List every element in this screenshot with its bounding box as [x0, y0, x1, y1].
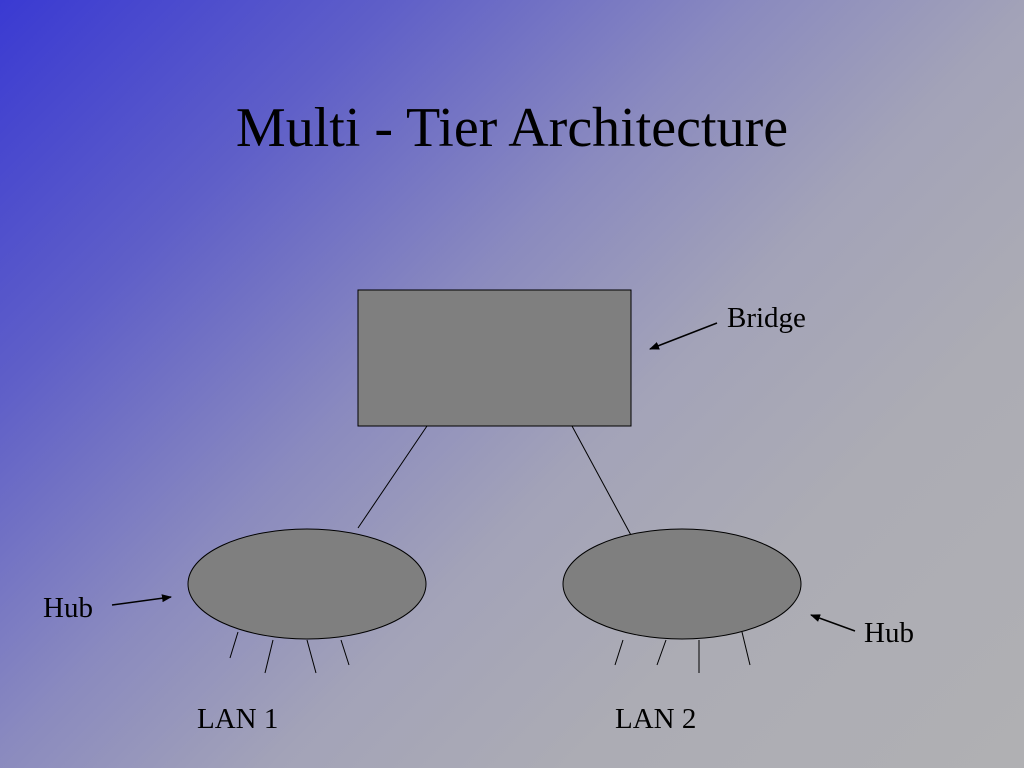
hub2-arrow [810, 614, 856, 632]
hub2-label: Hub [864, 617, 914, 649]
hub2-node [562, 528, 802, 640]
bridge-to-hub1-link [357, 425, 428, 529]
bridge-label: Bridge [727, 302, 806, 334]
hub1-label: Hub [43, 592, 93, 624]
lan2-drops [614, 631, 751, 673]
lan1-drops [229, 631, 350, 674]
lan2-label: LAN 2 [615, 703, 696, 735]
bridge-arrow [649, 322, 718, 350]
lan1-label: LAN 1 [197, 703, 278, 735]
bridge-node [357, 289, 632, 427]
hub1-arrow [111, 594, 172, 606]
slide-title: Multi - Tier Architecture [235, 97, 789, 159]
bridge-to-hub2-link [571, 425, 633, 538]
hub1-node [187, 528, 427, 640]
